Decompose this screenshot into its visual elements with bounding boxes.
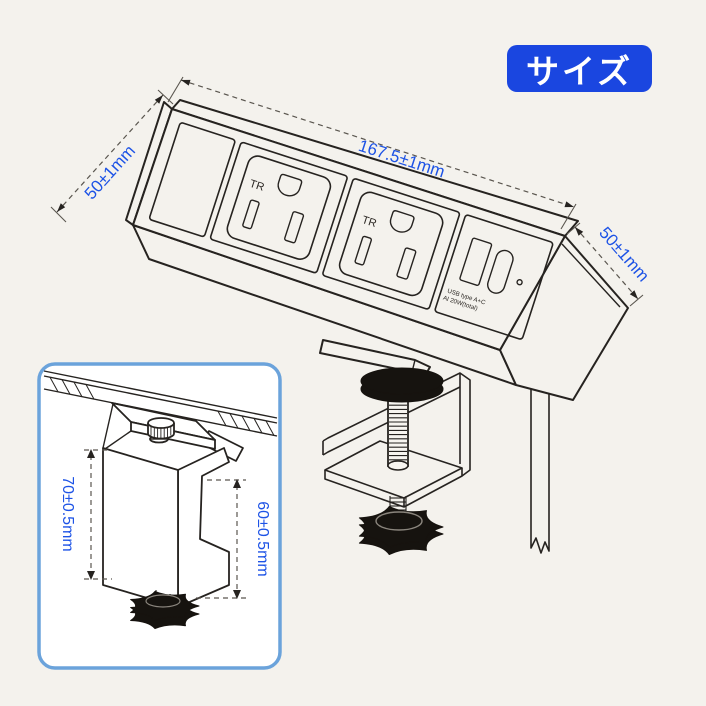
clamp-assembly [319,339,471,555]
inset-dim-outer-label: 70±0.5mm [59,476,76,551]
outlet-socket-2 [338,191,444,297]
clamp-bracket [322,372,471,508]
clamp-pad-disc [360,367,444,403]
outlet-panel-1: TR [209,141,348,274]
inset-dim-opening-label: 60±0.5mm [254,501,271,576]
clamp-screw [387,395,409,471]
size-badge: サイズ [507,45,652,92]
clamp-knob [358,506,444,555]
outlet-ground-hole-2 [389,210,415,233]
dim-right-label: 50±1mm [595,223,653,285]
outlet-slot-right-2 [396,247,417,280]
led-indicator [516,279,523,286]
outlet-tr-label-1: TR [248,178,266,194]
power-cable [530,389,550,554]
outlet-ground-hole-1 [277,173,303,197]
outlet-tr-label-2: TR [360,214,378,230]
inset-knob [130,590,200,630]
power-strip: TR TR [125,99,629,401]
outlet-slot-left-1 [242,199,260,230]
size-badge-label: サイズ [525,52,633,90]
outlet-slot-left-2 [354,235,372,266]
outlet-slot-right-1 [284,211,305,244]
blank-panel [148,122,236,238]
inset-thumbscrew [147,417,175,444]
usb-c-port [487,249,514,294]
dim-left-label: 50±1mm [81,141,139,203]
outlet-panel-2: TR [322,178,461,310]
inset-dim-outer: 70±0.5mm [59,449,112,580]
usb-a-port [459,237,493,286]
inset-dim-opening: 60±0.5mm [196,479,271,599]
strip-face [132,108,566,351]
outlet-socket-1 [226,155,332,260]
inset-detail-box: 70±0.5mm 60±0.5mm [37,362,282,670]
